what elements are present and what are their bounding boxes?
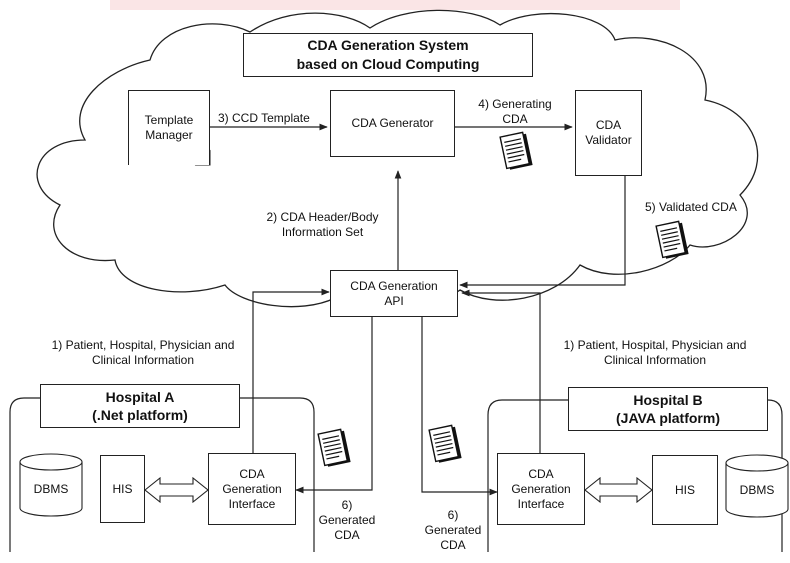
double-arrow-b xyxy=(584,476,653,504)
interface-b-box: CDA Generation Interface xyxy=(497,453,585,525)
cloud-shape xyxy=(36,9,759,315)
document-icon xyxy=(428,424,462,463)
arrow-patient-info-b xyxy=(461,289,541,453)
dbms-a-cylinder xyxy=(19,453,83,517)
label-generated-cda-b: 6) Generated CDA xyxy=(424,508,482,552)
cda-generation-api-box: CDA Generation API xyxy=(330,270,458,317)
hospital-a-title: Hospital A (.Net platform) xyxy=(40,384,240,428)
cda-validator-box: CDA Validator xyxy=(575,90,642,176)
template-manager-box: Template Manager xyxy=(128,90,210,165)
document-icon xyxy=(317,428,351,467)
his-a-box: HIS xyxy=(100,455,145,523)
label-patient-info-a: 1) Patient, Hospital, Physician and Clin… xyxy=(51,338,235,367)
label-generating-cda: 4) Generating CDA xyxy=(478,97,552,126)
arrow-generated-cda-b xyxy=(421,317,498,496)
header-strip xyxy=(110,0,680,10)
dbms-b-label: DBMS xyxy=(739,483,775,497)
document-icon xyxy=(655,220,689,259)
dbms-a-label: DBMS xyxy=(33,482,69,496)
interface-a-box: CDA Generation Interface xyxy=(208,453,296,525)
arrow-patient-info-a xyxy=(252,288,330,453)
label-patient-info-b: 1) Patient, Hospital, Physician and Clin… xyxy=(563,338,747,367)
label-generated-cda-a: 6) Generated CDA xyxy=(318,498,376,542)
dbms-b-cylinder xyxy=(725,454,789,518)
arrow-generated-cda-a xyxy=(295,317,373,494)
label-header-body: 2) CDA Header/Body Information Set xyxy=(266,210,379,239)
arrow-validated-cda xyxy=(459,176,626,289)
cda-generator-box: CDA Generator xyxy=(330,90,455,157)
his-b-box: HIS xyxy=(652,455,718,525)
label-validated-cda: 5) Validated CDA xyxy=(645,200,737,214)
system-title: CDA Generation System based on Cloud Com… xyxy=(243,33,533,77)
hospital-b-title: Hospital B (JAVA platform) xyxy=(568,387,768,431)
double-arrow-a xyxy=(144,476,209,504)
label-ccd-template: 3) CCD Template xyxy=(218,111,310,125)
document-icon xyxy=(499,131,533,170)
